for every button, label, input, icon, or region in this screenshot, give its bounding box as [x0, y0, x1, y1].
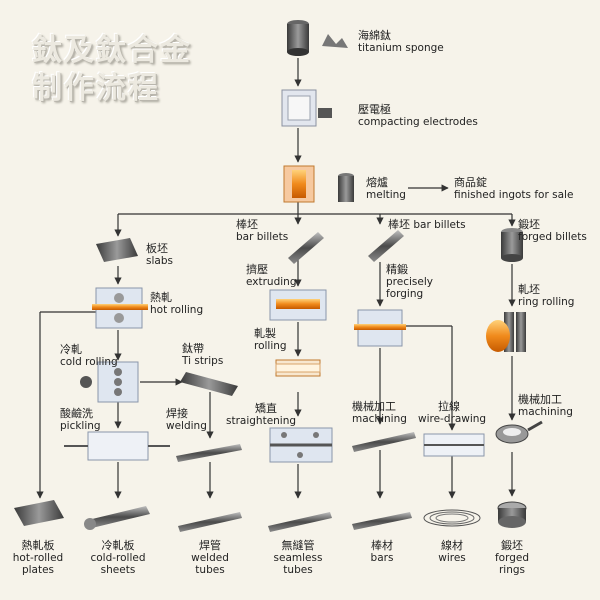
label-slabs: 板坯 slabs	[146, 242, 173, 268]
product-hot-rolled-plates: 熱軋板 hot-rolled plates	[12, 539, 64, 577]
label-welding: 焊接 welding	[166, 407, 207, 433]
label-bar-billets-2: 棒坯 bar billets	[388, 218, 466, 232]
label-rolling: 軋製 rolling	[254, 327, 287, 353]
welding-tube-icon	[176, 444, 242, 462]
forging-press-icon	[354, 309, 406, 347]
product-cold-rolled-sheet-icon	[84, 506, 150, 530]
product-hot-rolled-plate-icon	[14, 500, 64, 526]
product-welded-tube-icon	[178, 512, 242, 532]
label-machining-2: 機械加工 machining	[518, 393, 573, 419]
product-forged-rings: 鍛坯 forged rings	[494, 539, 530, 577]
label-cold-rolling: 冷軋 cold rolling	[60, 343, 118, 369]
flow-arrows	[36, 58, 516, 499]
label-forged-billets: 鍛坯 forged billets	[518, 218, 587, 244]
label-melting: 熔爐 melting	[366, 176, 406, 202]
ingot-icon	[338, 173, 354, 202]
extrusion-press-icon	[269, 289, 327, 321]
hot-rolling-mill-icon	[92, 287, 148, 329]
product-seamless-tube-icon	[268, 512, 332, 532]
product-wires: 線材 wires	[438, 539, 466, 565]
forged-billet-icon	[501, 228, 523, 262]
pickling-tank-icon	[64, 431, 170, 461]
label-straightening: 矯直 straightening	[226, 402, 297, 428]
product-welded-tubes: 焊管 welded tubes	[191, 539, 229, 577]
ring-machining-icon	[495, 420, 543, 444]
cold-rolling-mill-icon	[80, 361, 139, 403]
diagram-title: 鈦及鈦合金 制作流程	[32, 32, 192, 108]
ti-strip-coil-icon	[180, 372, 238, 396]
label-wire-drawing: 拉線 wire-drawing	[418, 400, 487, 426]
bar-billet-icon-2	[368, 230, 404, 262]
title-line-2: 制作流程	[32, 71, 160, 106]
ring-rolling-icon	[486, 312, 526, 352]
label-titanium-sponge: 海綿鈦 titanium sponge	[358, 29, 444, 55]
label-bar-billets-1: 棒坯 bar billets	[236, 218, 289, 244]
product-bars: 棒材 bars	[370, 539, 394, 565]
product-wire-coil-icon	[423, 509, 481, 527]
bar-billet-icon	[288, 232, 324, 264]
titanium-sponge-icon	[287, 20, 348, 56]
label-ring-rolling: 軋坯 ring rolling	[518, 283, 575, 309]
label-pickling: 酸鹼洗 pickling	[60, 407, 101, 433]
label-compacting-electrodes: 壓電極 compacting electrodes	[358, 103, 478, 129]
title-line-1: 鈦及鈦合金	[32, 33, 192, 68]
product-seamless-tubes: 無縫管 seamless tubes	[273, 539, 323, 577]
product-forged-ring-icon	[497, 501, 527, 528]
melting-furnace-icon	[283, 165, 315, 203]
slab-icon	[96, 238, 138, 262]
product-cold-rolled-sheets: 冷軋板 cold-rolled sheets	[90, 539, 146, 577]
label-hot-rolling: 熱軋 hot rolling	[150, 291, 204, 317]
label-precisely-forging: 精鍛 precisely forging	[386, 263, 433, 301]
compacting-press-icon	[281, 89, 332, 127]
label-machining-1: 機械加工 machining	[352, 400, 407, 426]
machined-bar-icon	[352, 432, 416, 452]
label-ti-strips: 鈦帶 Ti strips	[182, 342, 224, 368]
tube-rolling-icon	[275, 359, 321, 377]
straightening-machine-icon	[269, 427, 333, 463]
wire-drawing-machine-icon	[423, 433, 485, 457]
label-extruding: 擠壓 extruding	[246, 263, 297, 289]
product-bar-icon	[352, 512, 412, 530]
label-finished-ingots: 商品錠 finished ingots for sale	[454, 176, 574, 202]
